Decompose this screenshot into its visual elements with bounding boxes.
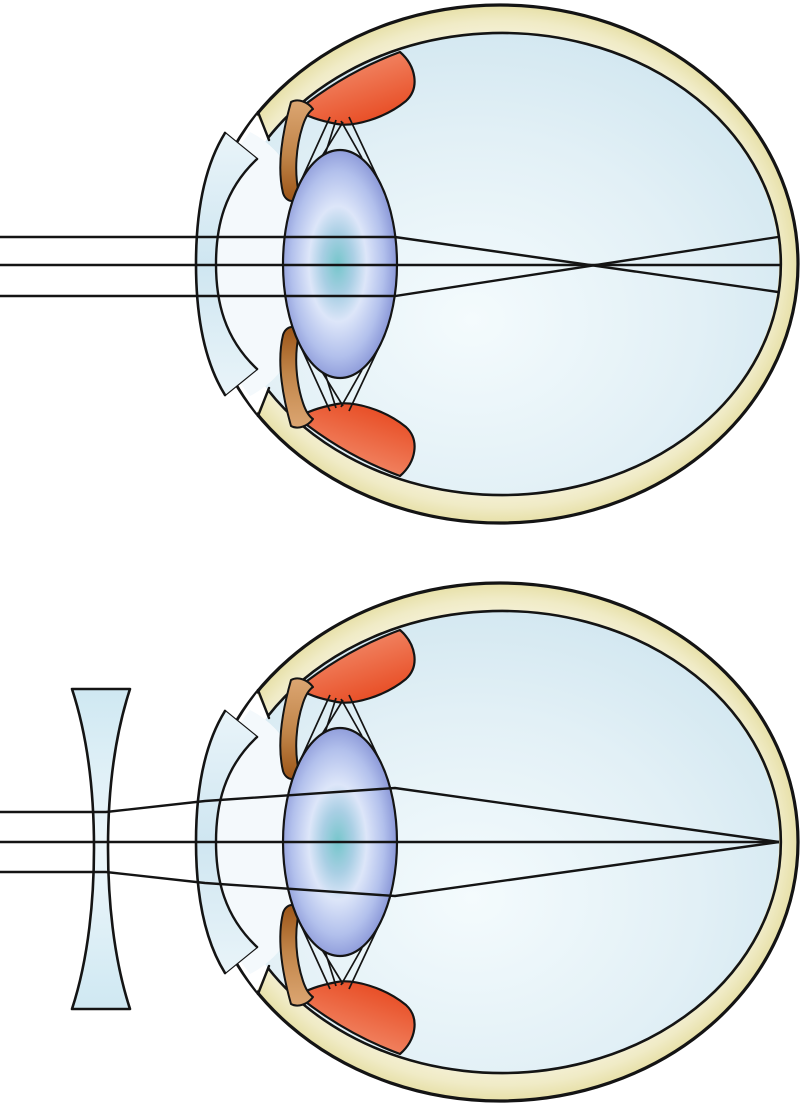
light-ray-upper: [0, 235, 779, 294]
light-ray-lower: [0, 840, 780, 898]
light-ray-lower: [0, 235, 779, 298]
uncorrected-eye-panel: [0, 5, 798, 523]
concave-corrective-lens: [70, 687, 132, 1011]
light-ray-upper: [0, 786, 780, 844]
corrected-eye-panel: [0, 583, 798, 1101]
